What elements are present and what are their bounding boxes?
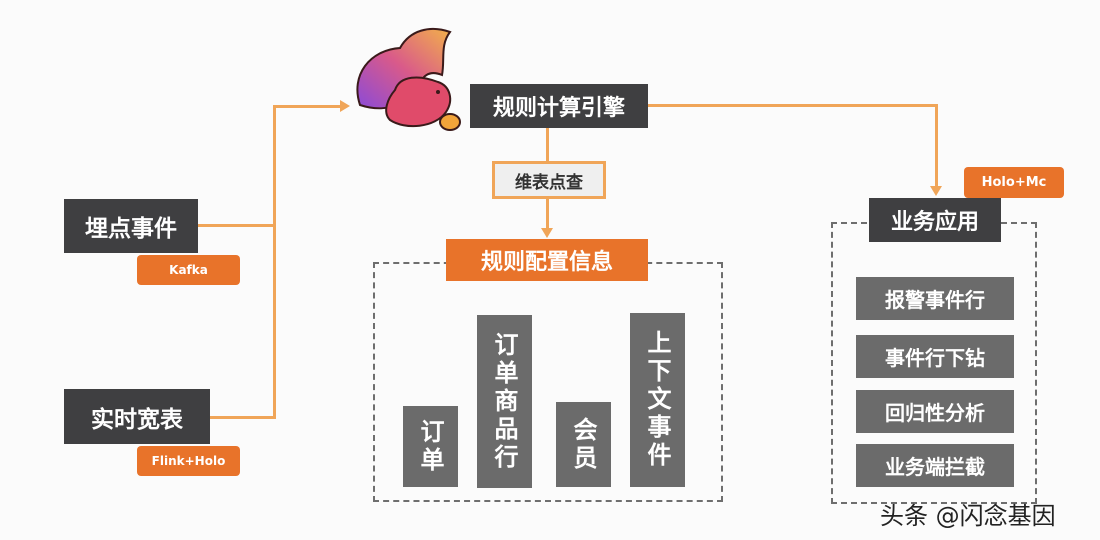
config-item-label: 订单商品行 [490, 331, 518, 472]
dim-table-lookup-box: 维表点查 [492, 161, 606, 199]
config-item-order: 订单 [403, 406, 458, 487]
badge-label: Holo+Mc [981, 175, 1047, 190]
flink-squirrel-logo [350, 20, 470, 135]
app-item-label: 回归性分析 [885, 401, 985, 425]
kafka-badge: Kafka [137, 255, 240, 285]
config-item-label: 订单 [416, 418, 444, 475]
source-realtime-wide-table: 实时宽表 [64, 389, 210, 444]
connector-source1 [198, 224, 275, 227]
connector-app-vertical [935, 104, 938, 188]
source-tracking-events: 埋点事件 [64, 199, 198, 253]
config-item-label: 上下文事件 [643, 330, 671, 470]
config-item-member: 会员 [556, 402, 611, 487]
source-label: 实时宽表 [91, 406, 183, 433]
config-item-label: 会员 [569, 416, 597, 473]
rule-engine-label: 规则计算引擎 [492, 96, 625, 121]
holo-mc-badge: Holo+Mc [964, 167, 1064, 198]
connector-to-engine [273, 105, 343, 108]
source-label: 埋点事件 [85, 216, 177, 242]
flink-holo-badge: Flink+Holo [137, 446, 240, 476]
rule-engine-box: 规则计算引擎 [470, 84, 648, 128]
connector-engine-lookup [546, 128, 549, 162]
app-item-alert-event: 报警事件行 [856, 277, 1014, 320]
badge-label: Kafka [169, 263, 208, 277]
arrow-right-icon [340, 100, 350, 112]
app-item-label: 报警事件行 [885, 288, 985, 312]
app-item-drilldown: 事件行下钻 [856, 335, 1014, 378]
app-item-intercept: 业务端拦截 [856, 444, 1014, 487]
rule-config-title-label: 规则配置信息 [480, 250, 613, 275]
config-item-order-line: 订单商品行 [477, 315, 532, 488]
connector-vertical [273, 105, 276, 419]
config-item-context-event: 上下文事件 [630, 313, 685, 487]
business-app-title-label: 业务应用 [890, 210, 979, 235]
app-item-label: 业务端拦截 [885, 455, 985, 479]
dim-table-lookup-label: 维表点查 [515, 172, 583, 193]
business-app-title: 业务应用 [869, 198, 1001, 242]
rule-config-title: 规则配置信息 [446, 239, 648, 281]
app-item-regression: 回归性分析 [856, 390, 1014, 433]
arrow-down-icon [930, 186, 942, 196]
connector-source2 [210, 416, 275, 419]
watermark: 头条 @闪念基因 [880, 502, 1056, 530]
connector-engine-app [648, 104, 938, 107]
app-item-label: 事件行下钻 [885, 346, 985, 370]
badge-label: Flink+Holo [151, 454, 226, 468]
arrow-down-icon [541, 228, 553, 238]
connector-lookup-config [546, 198, 549, 234]
